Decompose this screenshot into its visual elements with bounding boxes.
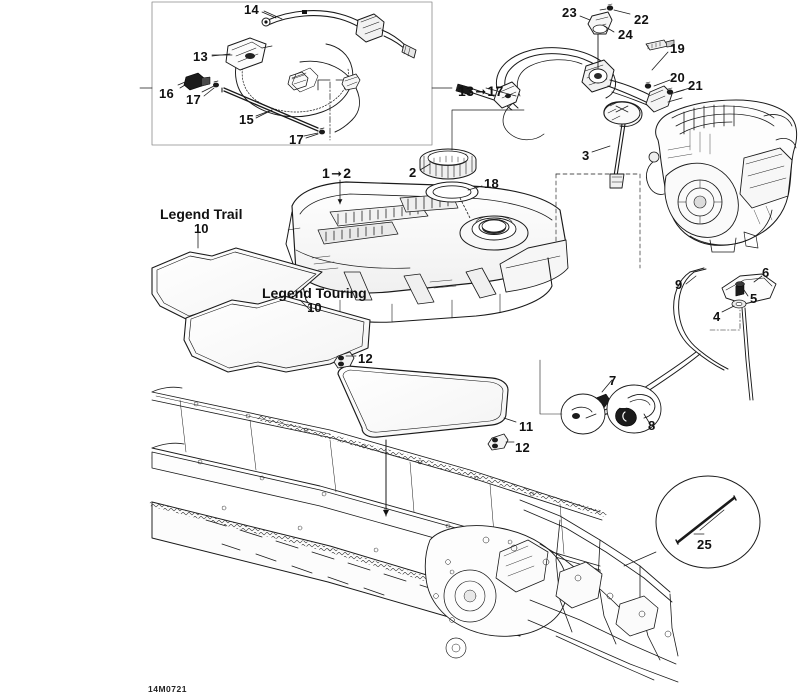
callout-2: 2 bbox=[409, 165, 417, 180]
callout-13-to-17: 13➞17 bbox=[458, 84, 504, 98]
callout-24: 24 bbox=[618, 27, 634, 42]
callout-1-to-2-to: 2 bbox=[343, 165, 352, 181]
callout-5: 5 bbox=[750, 291, 758, 306]
callout-16: 16 bbox=[159, 86, 175, 101]
inset-clip-right bbox=[341, 73, 361, 91]
legend-trail-label: Legend Trail 10 bbox=[160, 206, 242, 237]
inset-box-frame bbox=[151, 1, 433, 146]
clamp-17-lower bbox=[319, 127, 325, 135]
legend-touring-number: 10 bbox=[307, 300, 322, 316]
callout-14: 14 bbox=[244, 2, 260, 17]
floor-mat-legend-touring bbox=[183, 295, 371, 373]
tank-filler-neck bbox=[459, 215, 529, 251]
legend-touring-text: Legend Touring bbox=[262, 285, 367, 301]
callout-13-to-17-from: 13 bbox=[458, 83, 475, 99]
callout-21: 21 bbox=[688, 78, 704, 93]
fastener-22 bbox=[599, 3, 614, 11]
callout-17-lower: 17 bbox=[289, 132, 305, 147]
fastener-21 bbox=[666, 87, 674, 95]
callout-9: 9 bbox=[675, 277, 683, 292]
part-code-label: 14M0721 bbox=[148, 684, 187, 694]
callout-12-upper: 12 bbox=[358, 351, 374, 366]
callout-17-upper: 17 bbox=[186, 92, 202, 107]
fastener-20 bbox=[644, 81, 652, 89]
fuel-line-assembly bbox=[560, 267, 777, 435]
callout-7: 7 bbox=[609, 373, 617, 388]
leader-lines bbox=[139, 9, 763, 535]
callout-3: 3 bbox=[582, 148, 590, 163]
hose-connector-13 bbox=[225, 37, 273, 71]
mat-clip-12-lower bbox=[487, 433, 509, 451]
inset-coupler-b bbox=[291, 72, 307, 79]
callout-1-to-2: 1➞2 bbox=[322, 166, 351, 180]
floor-mat-rear-11 bbox=[337, 365, 509, 438]
legend-trail-text: Legend Trail bbox=[160, 206, 243, 222]
inset-coupler-a bbox=[287, 71, 309, 91]
right-arrow-icon: ➞ bbox=[475, 84, 487, 99]
callout-15: 15 bbox=[239, 112, 255, 127]
callout-4: 4 bbox=[713, 309, 721, 324]
callout-25: 25 bbox=[697, 537, 713, 552]
chassis-assembly bbox=[149, 386, 679, 683]
detail-circle-25 bbox=[623, 475, 761, 569]
clamp-17-upper bbox=[213, 80, 219, 88]
callout-20: 20 bbox=[670, 70, 686, 85]
callout-22: 22 bbox=[634, 12, 650, 27]
inset-coupler-c bbox=[291, 67, 319, 93]
fuel-cap-2 bbox=[419, 148, 477, 180]
right-arrow-icon: ➞ bbox=[331, 166, 343, 181]
callout-11: 11 bbox=[519, 419, 534, 434]
callout-6: 6 bbox=[762, 265, 770, 280]
callout-8: 8 bbox=[648, 418, 656, 433]
rod-15 bbox=[221, 87, 319, 132]
cable-assembly-14 bbox=[261, 10, 417, 59]
callout-18: 18 bbox=[484, 176, 500, 191]
legend-touring-label: Legend Touring 10 bbox=[262, 285, 367, 316]
plug-16 bbox=[183, 72, 211, 91]
fastener-19 bbox=[645, 39, 675, 51]
hose-harness-right bbox=[455, 27, 685, 141]
engine-assembly bbox=[645, 99, 798, 253]
gasket-ring-18 bbox=[425, 181, 479, 203]
legend-trail-number: 10 bbox=[194, 221, 209, 237]
callout-13: 13 bbox=[193, 49, 209, 64]
dipstick-3 bbox=[603, 101, 643, 189]
callout-23: 23 bbox=[562, 5, 578, 20]
callout-12-lower: 12 bbox=[515, 440, 531, 455]
fuel-tank bbox=[285, 181, 569, 323]
callout-13-to-17-to: 17 bbox=[487, 83, 504, 99]
bracket-24 bbox=[587, 11, 613, 35]
callout-19: 19 bbox=[670, 41, 686, 56]
callout-1-to-2-from: 1 bbox=[322, 165, 331, 181]
